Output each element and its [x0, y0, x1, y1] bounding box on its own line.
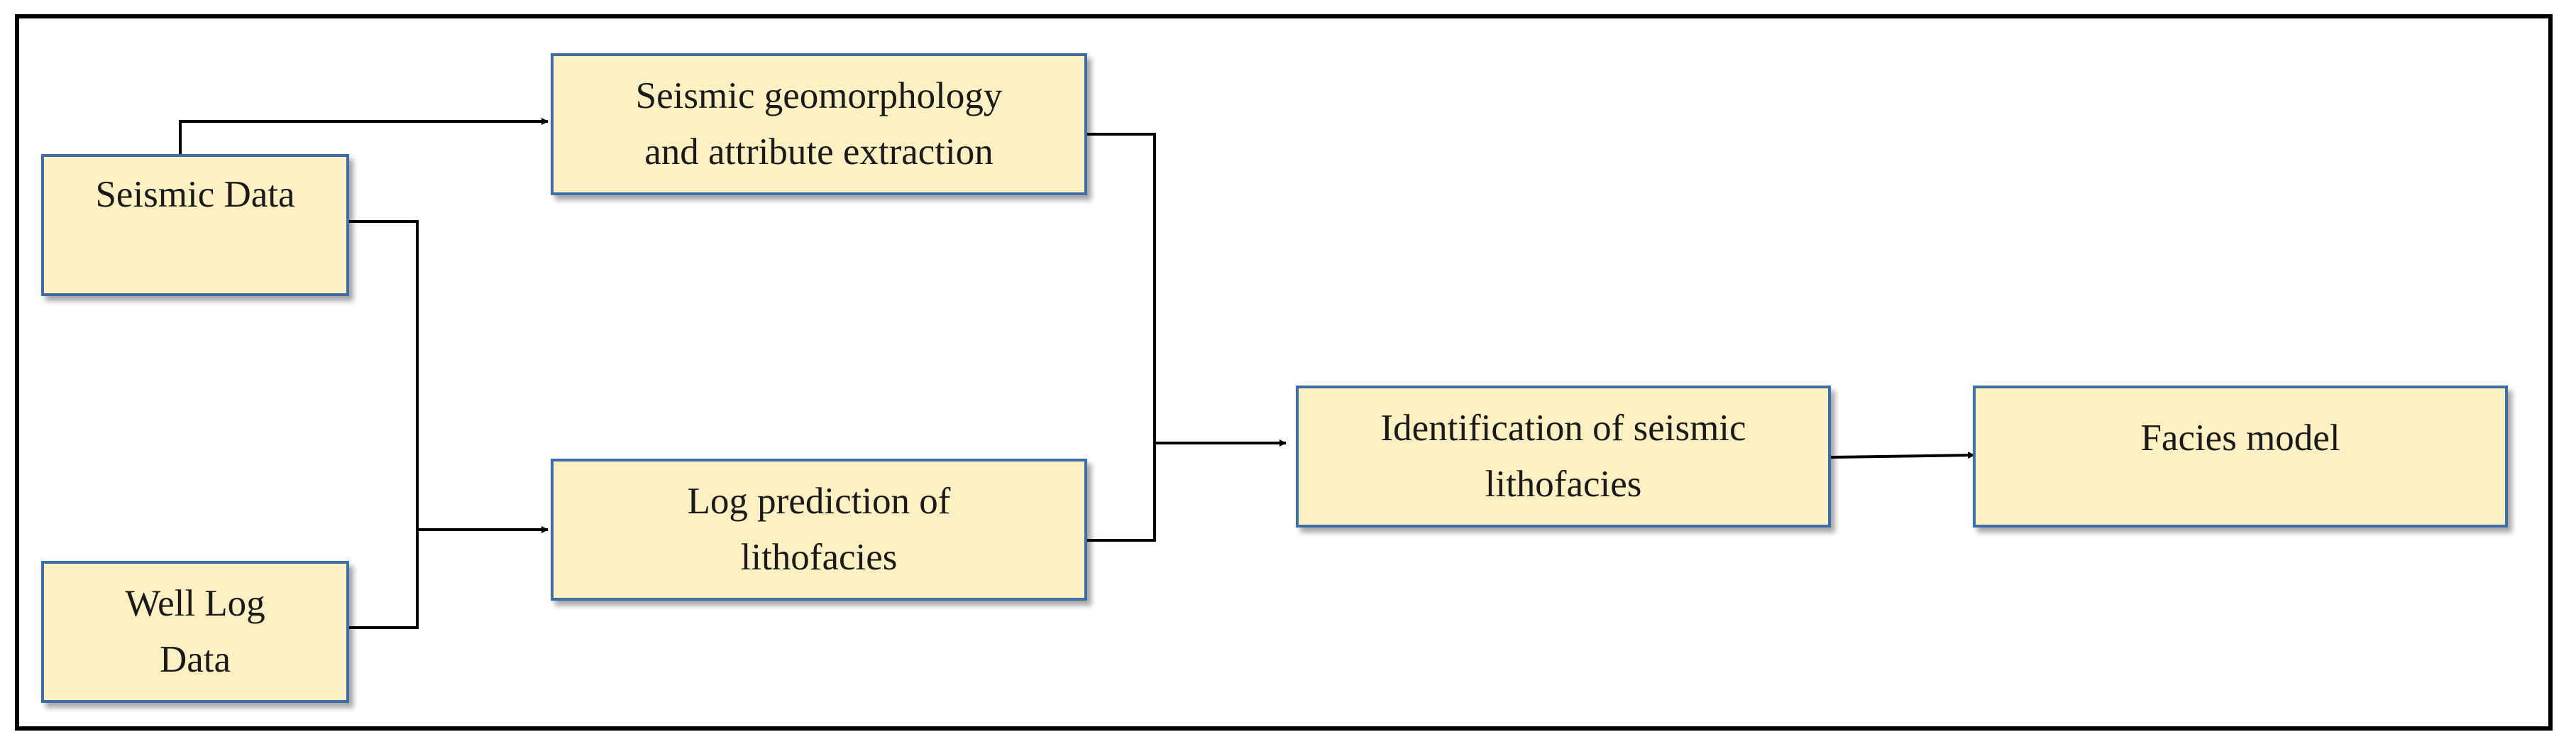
facies-model-label: Facies model	[2140, 417, 2340, 459]
log-prediction-box: Log prediction of lithofacies	[551, 459, 1087, 601]
identification-label: Identification of seismic lithofacies	[1380, 407, 1746, 506]
seismic-data-box: Seismic Data	[41, 154, 349, 296]
edge-geomorphology-to-merge	[1087, 133, 1156, 540]
edge-identification-to-facies	[1830, 452, 1975, 459]
facies-model-box: Facies model	[1973, 386, 2508, 528]
edge-welllog-to-junction	[349, 530, 419, 629]
geomorphology-label: Seismic geomorphology and attribute extr…	[635, 75, 1003, 173]
seismic-data-label: Seismic Data	[95, 174, 295, 216]
edge-logprediction-to-merge	[1087, 443, 1156, 542]
well-log-data-label: Well Log Data	[125, 582, 265, 681]
edge-seismic-to-junction	[349, 220, 419, 530]
identification-box: Identification of seismic lithofacies	[1296, 386, 1831, 528]
geomorphology-box: Seismic geomorphology and attribute extr…	[551, 53, 1087, 195]
diagram-frame	[15, 14, 2553, 731]
log-prediction-label: Log prediction of lithofacies	[687, 480, 951, 579]
edge-seismic-to-geomorphology	[179, 118, 549, 154]
well-log-data-box: Well Log Data	[41, 561, 349, 703]
